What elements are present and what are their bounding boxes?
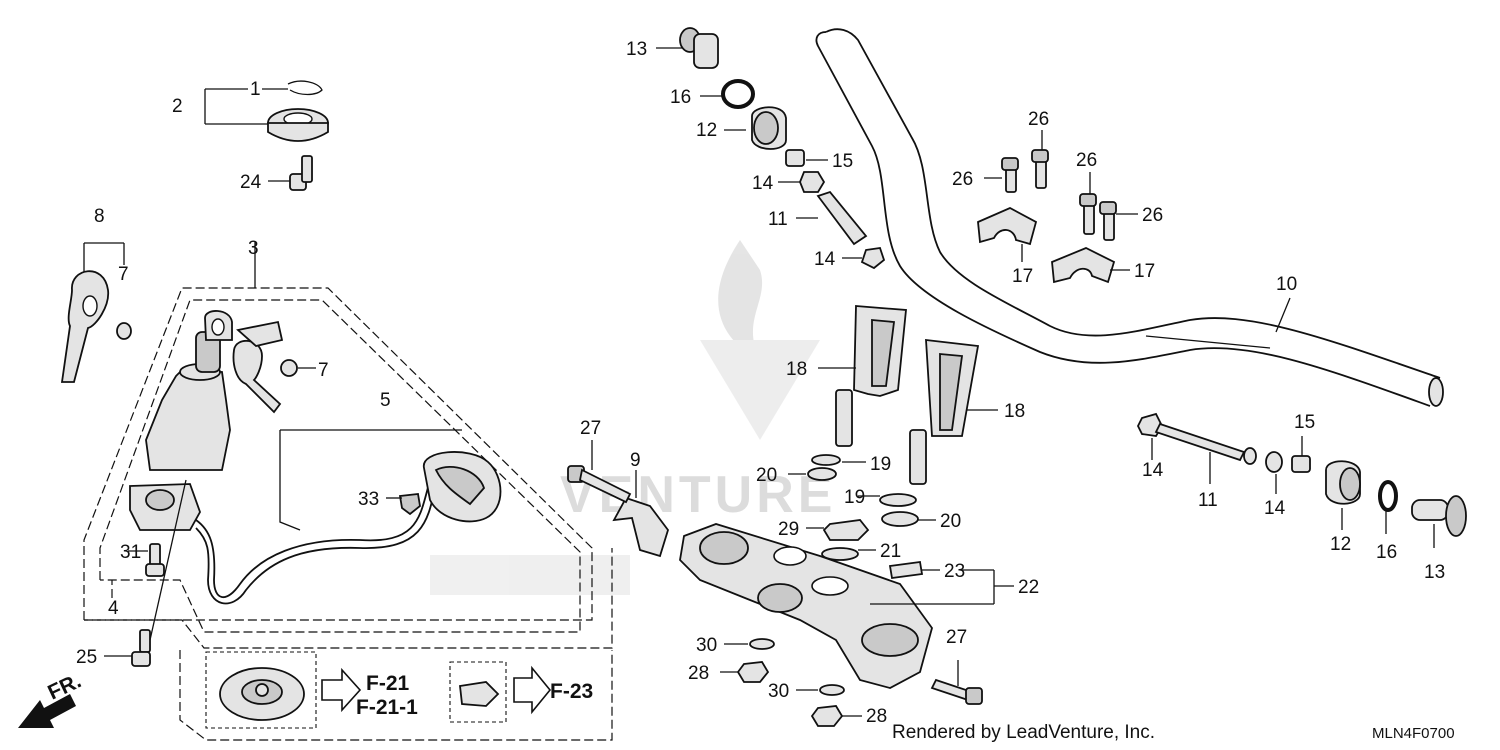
callout-26c: 26 [1076,150,1097,171]
callout-16b: 16 [1376,542,1397,563]
reference-f23[interactable]: F-23 [550,680,593,703]
callout-19b: 19 [844,487,865,508]
callout-21: 21 [880,541,901,562]
callout-16a: 16 [670,87,691,108]
callout-12a: 12 [696,120,717,141]
callout-30b: 30 [768,681,789,702]
callout-18a: 18 [786,359,807,380]
callout-24: 24 [240,172,262,193]
callout-29: 29 [778,519,799,540]
callout-10: 10 [1276,274,1297,295]
reference-f21[interactable]: F-21 [366,672,410,695]
callout-18b: 18 [1004,401,1025,422]
callout-17a: 17 [1012,266,1033,287]
callout-17b: 17 [1134,261,1155,282]
front-direction-label: FR. [44,669,84,704]
callout-1: 1 [250,79,261,100]
callout-7b: 7 [118,264,129,285]
callout-7a: 7 [318,360,329,381]
callout-33: 33 [358,489,379,510]
callout-19a: 19 [870,454,891,475]
callout-15b: 15 [1294,412,1315,433]
callout-14d: 14 [1264,498,1286,519]
callout-13b: 13 [1424,562,1445,583]
callout-11a: 11 [768,209,788,230]
callout-5: 5 [380,390,391,411]
callout-28b: 28 [866,706,887,727]
callout-27a: 27 [580,418,601,439]
callout-13a: 13 [626,39,647,60]
callout-27b: 27 [946,627,967,648]
callout-3: 3 [248,238,259,259]
callout-9: 9 [630,450,641,471]
callout-2: 2 [172,96,183,117]
callout-20a: 20 [756,465,777,486]
callout-26d: 26 [1142,205,1163,226]
callout-20b: 20 [940,511,961,532]
callout-26b: 26 [1028,109,1049,130]
callout-30a: 30 [696,635,717,656]
callout-14a: 14 [752,173,774,194]
front-direction-arrow-icon [18,694,76,728]
callout-4: 4 [108,598,119,619]
diagram-code: MLN4F0700 [1372,725,1455,742]
callout-12b: 12 [1330,534,1351,555]
callout-23: 23 [944,561,965,582]
callout-15a: 15 [832,151,853,172]
callout-8: 8 [94,206,105,227]
callout-31: 31 [120,542,141,563]
callout-28a: 28 [688,663,709,684]
callout-22: 22 [1018,577,1039,598]
callout-14c: 14 [1142,460,1164,481]
callout-labels: 1 2 3 4 5 7 7 8 9 10 11 11 12 12 13 13 1… [76,39,1445,727]
callout-26a: 26 [952,169,973,190]
footer-credit: Rendered by LeadVenture, Inc. [892,722,1155,743]
reference-f21-1[interactable]: F-21-1 [356,696,418,719]
watermark: VENTURE [430,240,836,595]
callout-11b: 11 [1198,490,1218,511]
callout-14b: 14 [814,249,836,270]
callout-25: 25 [76,647,97,668]
watermark-text: VENTURE [560,466,836,524]
